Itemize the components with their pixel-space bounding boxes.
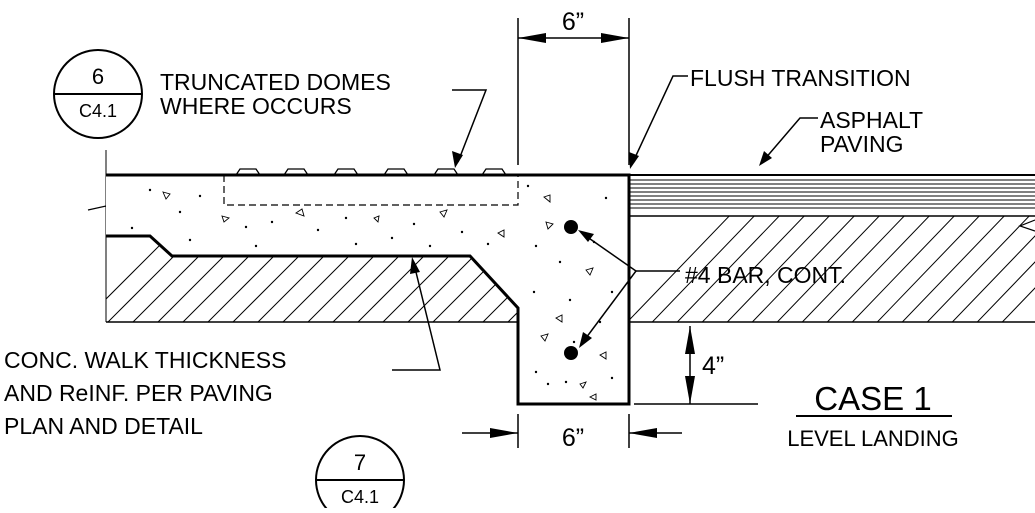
case-title: CASE 1	[814, 380, 931, 417]
detail-bubble-6-sheet: C4.1	[79, 101, 117, 121]
asphalt-paving-leader	[759, 117, 818, 166]
rebar-bottom	[564, 346, 578, 360]
rebar-label: #4 BAR, CONT.	[685, 262, 846, 288]
dimension-depth-label: 4”	[702, 352, 724, 380]
truncated-domes-leader	[452, 89, 488, 168]
soil-hatch-right	[629, 216, 1035, 322]
detail-bubble-6-number: 6	[92, 64, 104, 89]
truncated-domes	[235, 168, 507, 176]
conc-walk-label-line3: PLAN AND DETAIL	[4, 413, 203, 439]
truncated-domes-label-line2: WHERE OCCURS	[160, 93, 352, 119]
detail-bubble-7: 7 C4.1	[315, 435, 405, 513]
truncated-dome-area	[223, 175, 519, 206]
flush-transition-label: FLUSH TRANSITION	[690, 65, 911, 91]
case-subtitle: LEVEL LANDING	[787, 426, 959, 451]
detail-bubble-7-number: 7	[354, 450, 366, 475]
dimension-bottom	[462, 414, 682, 448]
asphalt-layers	[629, 179, 1035, 217]
break-line-right	[1018, 219, 1035, 232]
rebar-leaders	[578, 230, 680, 348]
dimension-top	[517, 18, 630, 165]
asphalt-paving-label-line1: ASPHALT	[820, 107, 923, 133]
truncated-domes-label-line1: TRUNCATED DOMES	[160, 69, 391, 95]
conc-walk-label-line1: CONC. WALK THICKNESS	[4, 347, 286, 373]
asphalt-paving-label-line2: PAVING	[820, 131, 904, 157]
dimension-top-label: 6”	[562, 8, 584, 36]
dimension-depth	[634, 326, 758, 405]
concrete-dots	[130, 184, 614, 386]
detail-bubble-6: 6 C4.1	[53, 49, 143, 139]
concrete-aggregate	[162, 191, 607, 401]
concrete-walk-section	[106, 173, 631, 406]
rebar-top	[564, 220, 578, 234]
conc-walk-label-line2: AND ReINF. PER PAVING	[4, 380, 273, 406]
flush-transition-leader	[629, 75, 688, 169]
conc-walk-leader	[392, 257, 441, 371]
detail-bubble-7-sheet: C4.1	[341, 487, 379, 507]
dimension-bottom-label: 6”	[562, 424, 584, 452]
